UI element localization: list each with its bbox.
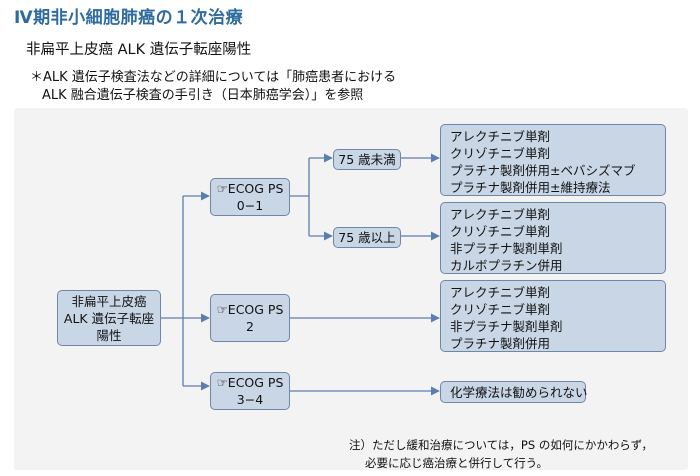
root-label-line-3: 陽性	[96, 327, 122, 343]
ps-node-2: ☞ECOG PS 2	[210, 294, 290, 342]
treatment-3-item-3: 非プラチナ製剤単剤	[450, 319, 563, 334]
treatment-2-item-1: アレクチニブ単剤	[450, 207, 551, 222]
ps-node-2-title: ☞ECOG PS	[216, 302, 284, 317]
treatment-1-item-3: プラチナ製剤併用±ベバシズマブ	[450, 163, 636, 178]
age-node-under-75-label: 75 歳未満	[338, 152, 396, 167]
note-line-2: ALK 融合遺伝子検査の手引き（日本肺癌学会）」を参照	[42, 88, 364, 103]
treatment-2-item-3: 非プラチナ製剤単剤	[450, 241, 563, 256]
ps-node-3-4: ☞ECOG PS 3−4	[210, 372, 290, 410]
root-label-line-1: 非扁平上皮癌	[71, 293, 147, 309]
treatment-3-item-4: プラチナ製剤併用	[450, 336, 551, 351]
treatment-box-4: 化学療法は勧められない	[440, 381, 588, 403]
treatment-2-item-4: カルボプラチン併用	[450, 258, 563, 273]
ps-node-3-4-value: 3−4	[236, 392, 264, 407]
treatment-2-item-2: クリゾチニブ単剤	[450, 224, 551, 239]
treatment-3-item-1: アレクチニブ単剤	[450, 285, 551, 300]
age-node-under-75: 75 歳未満	[333, 149, 401, 170]
root-node: 非扁平上皮癌 ALK 遺伝子転座 陽性	[57, 290, 161, 346]
note-line-1: ＊ALK 遺伝子検査法などの詳細については「肺癌患者における	[30, 70, 397, 85]
treatment-box-1: アレクチニブ単剤 クリゾチニブ単剤 プラチナ製剤併用±ベバシズマブ プラチナ製剤…	[440, 124, 666, 196]
ps-node-3-4-title: ☞ECOG PS	[216, 375, 284, 390]
page-subtitle: 非扁平上皮癌 ALK 遺伝子転座陽性	[26, 42, 252, 58]
age-node-75-plus: 75 歳以上	[333, 227, 401, 248]
treatment-box-2: アレクチニブ単剤 クリゾチニブ単剤 非プラチナ製剤単剤 カルボプラチン併用	[440, 202, 666, 274]
root-label-line-2: ALK 遺伝子転座	[63, 310, 155, 326]
ps-node-2-value: 2	[246, 319, 254, 334]
ps-node-0-1-title: ☞ECOG PS	[216, 181, 284, 196]
treatment-box-3: アレクチニブ単剤 クリゾチニブ単剤 非プラチナ製剤単剤 プラチナ製剤併用	[440, 280, 666, 352]
treatment-1-item-4: プラチナ製剤併用±維持療法	[450, 180, 611, 195]
treatment-1-item-2: クリゾチニブ単剤	[450, 146, 551, 161]
ps-node-0-1: ☞ECOG PS 0−1	[210, 178, 290, 216]
treatment-3-item-2: クリゾチニブ単剤	[450, 302, 551, 317]
footnote-line-1: 注）ただし緩和治療については，PS の如何にかかわらず，	[349, 438, 654, 452]
ps-node-0-1-value: 0−1	[236, 198, 264, 213]
age-node-75-plus-label: 75 歳以上	[338, 230, 396, 245]
treatment-1-item-1: アレクチニブ単剤	[450, 129, 551, 144]
treatment-4-item-1: 化学療法は勧められない	[450, 385, 588, 400]
footnote-line-2: 必要に応じ癌治療と併行して行う。	[365, 456, 548, 470]
page-title: Ⅳ期非小細胞肺癌の１次治療	[14, 8, 244, 28]
